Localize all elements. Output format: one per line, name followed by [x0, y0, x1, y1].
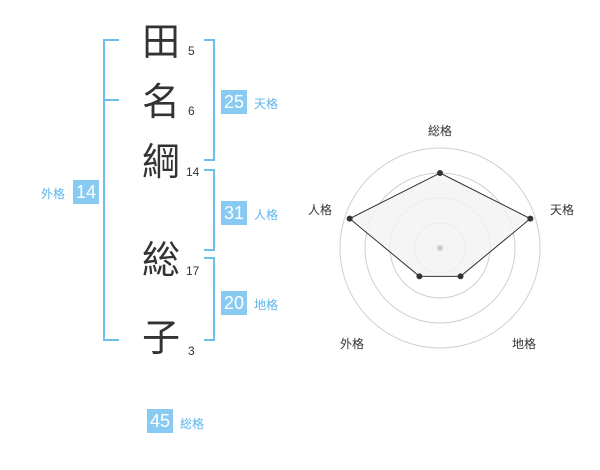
jinkaku-bracket: [204, 169, 215, 251]
tenkaku-score: 25: [221, 90, 247, 114]
radar-point-4: [416, 273, 423, 280]
radar-ring: [339, 147, 541, 349]
jinkaku-label: 人格: [254, 208, 279, 222]
soukaku-score: 45: [147, 409, 173, 433]
name-char-2: 名: [142, 80, 181, 124]
radar-point-5: [346, 215, 353, 222]
radar-center-dot: [437, 245, 443, 251]
stroke-count-4: 17: [186, 264, 200, 278]
name-char-5: 子: [142, 316, 181, 360]
stroke-count-5: 3: [188, 344, 195, 358]
name-char-1: 田: [142, 20, 181, 64]
chikaku-score: 20: [221, 291, 247, 315]
gaikaku-score: 14: [73, 180, 99, 204]
tenkaku-label: 天格: [254, 97, 279, 111]
radar-axis-label-soukaku: 総格: [428, 124, 453, 138]
radar-axis-label-tenkaku: 天格: [550, 203, 575, 217]
tenkaku-bracket: [204, 39, 215, 161]
radar-axis-label-jinkaku: 人格: [308, 203, 333, 217]
radar-point-2: [527, 215, 534, 222]
soukaku-label: 総格: [180, 417, 205, 431]
brackets: [103, 39, 215, 341]
jinkaku-score: 31: [221, 201, 247, 225]
chikaku-label: 地格: [254, 298, 279, 312]
stroke-count-1: 5: [188, 44, 195, 58]
radar-axis-label-chikaku: 地格: [512, 337, 537, 351]
outer-bracket: [103, 39, 119, 341]
stroke-count-3: 14: [186, 165, 200, 179]
name-char-4: 総: [142, 238, 181, 282]
name-char-3: 綱: [142, 140, 181, 184]
radar-axis-label-gaikaku: 外格: [340, 337, 365, 351]
radar-point-1: [437, 170, 443, 176]
radar-polygon: [348, 172, 532, 277]
stroke-count-2: 6: [188, 104, 195, 118]
chikaku-bracket: [204, 257, 215, 341]
gaikaku-label: 外格: [41, 187, 66, 201]
radar-point-3: [457, 273, 464, 280]
